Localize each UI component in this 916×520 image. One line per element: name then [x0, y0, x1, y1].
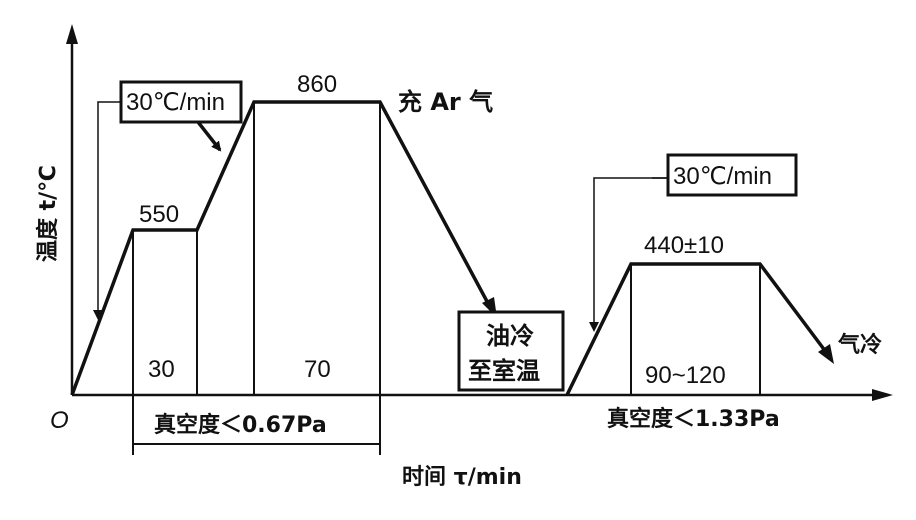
process-2-curve: [565, 262, 828, 396]
quench-box: [457, 310, 565, 392]
y-axis-arrow: [66, 24, 78, 44]
hold-temp-label: 860: [297, 71, 337, 98]
vacuum-2-label: 真空度＜1.33Pa: [607, 406, 780, 432]
x-axis-arrow: [872, 389, 893, 401]
process-1-curve: [70, 100, 492, 396]
time-2-label: 90~120: [645, 362, 726, 389]
rate-1-leader: [93, 101, 121, 320]
quench-line-1: 油冷: [486, 322, 534, 350]
gas-fill-label: 充 Ar 气: [398, 88, 493, 116]
rate-2-label: 30℃/min: [673, 163, 772, 190]
gas-cool-arrow: [818, 344, 834, 364]
gas-cool-label: 气冷: [837, 332, 882, 358]
vacuum-1-label: 真空度＜0.67Pa: [154, 412, 327, 438]
rate-box-1: [119, 80, 243, 124]
preheat-time-label: 30: [148, 356, 175, 383]
y-axis-label: 温度 t/℃: [35, 165, 61, 262]
rate-1-label: 30℃/min: [126, 89, 225, 116]
rate-box-2: [666, 153, 798, 197]
origin-label: O: [50, 407, 69, 434]
hold-time-label: 70: [304, 356, 331, 383]
rate-1-pointer: [196, 120, 222, 152]
rate-2-leader: [589, 177, 668, 332]
preheat-temp-label: 550: [139, 201, 179, 228]
x-axis-label: 时间 τ/min: [402, 465, 522, 490]
temp-2-label: 440±10: [644, 232, 724, 259]
quench-line-2: 至室温: [468, 357, 540, 385]
